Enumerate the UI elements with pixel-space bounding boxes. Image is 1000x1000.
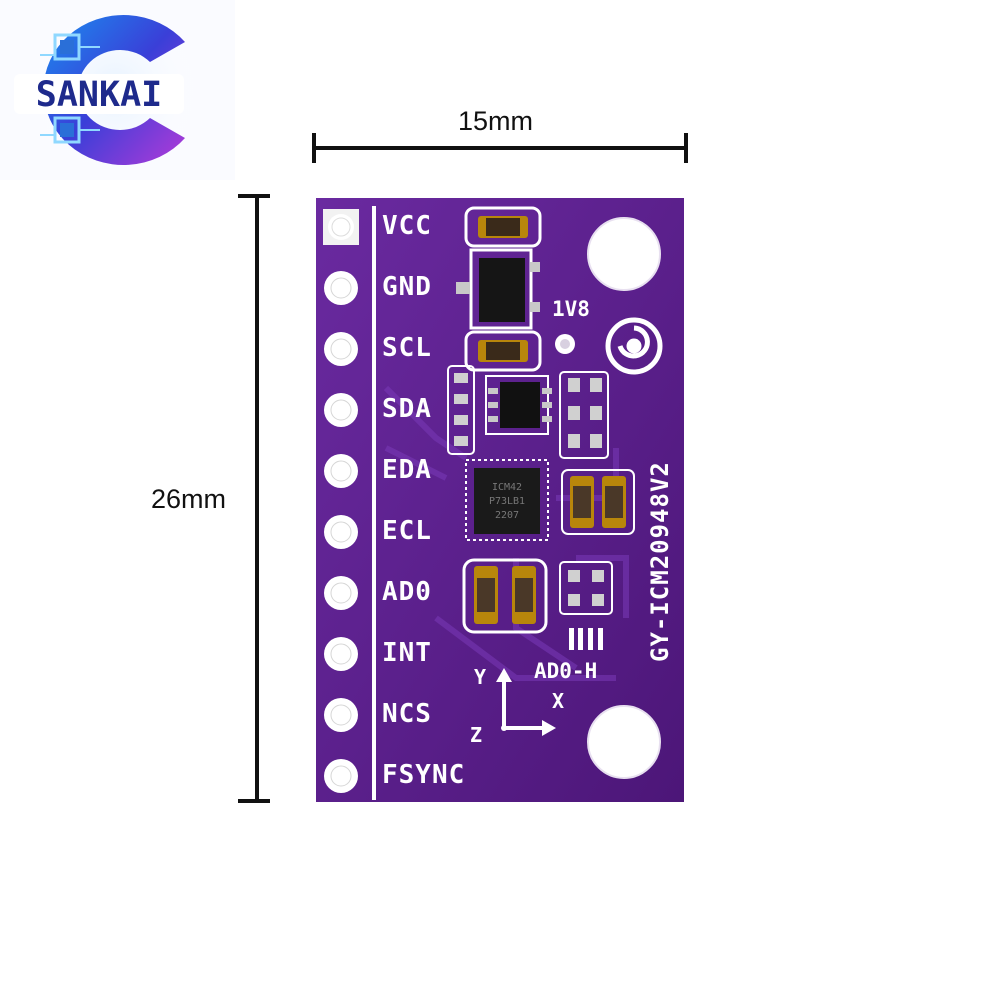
pcb-board: ICM42 P73LB1 2207 AD0-H 1V8 [316,198,684,802]
pin-hole [330,643,352,665]
width-dimension-label: 15mm [458,106,534,136]
svg-text:Y: Y [474,665,486,689]
svg-text:2207: 2207 [495,510,519,521]
height-dimension-label: 26mm [151,484,227,514]
pin-label-ncs: NCS [382,699,432,729]
width-dimension-tick-right [684,133,688,163]
svg-text:ICM42: ICM42 [492,482,522,493]
pin-hole [330,765,352,787]
pin-hole [330,399,352,421]
mounting-hole-bottom [587,705,661,779]
width-dimension-line [314,146,686,150]
pin-hole [330,338,352,360]
svg-text:AD0-H: AD0-H [534,659,597,683]
svg-text:Z: Z [470,723,482,747]
manufacturer-swirl-icon [605,317,663,375]
height-dimension-tick-top [238,194,270,198]
svg-text:SANKAI: SANKAI [36,75,162,115]
height-dimension-line [255,195,259,803]
pin-hole [330,460,352,482]
pin-label-scl: SCL [382,333,432,363]
sankai-logo: SANKAI [0,0,235,180]
pin-label-vcc: VCC [382,211,432,241]
pin-label-ad0: AD0 [382,577,432,607]
pin-label-ecl: ECL [382,516,432,546]
pin-hole [330,704,352,726]
mounting-hole-top [587,217,661,291]
svg-text:P73LB1: P73LB1 [489,496,525,507]
pin-label-gnd: GND [382,272,432,302]
pin-header [323,209,359,245]
axis-indicator: Y X Z [470,665,564,747]
svg-text:X: X [552,689,564,713]
pin-label-eda: EDA [382,455,432,485]
svg-text:1V8: 1V8 [552,297,590,321]
pin-hole [330,582,352,604]
height-dimension-tick-bottom [238,799,270,803]
pin-hole [330,521,352,543]
pin-label-fsync: FSYNC [382,760,466,790]
board-model-label: GY-ICM20948V2 [646,461,674,662]
pin-label-sda: SDA [382,394,432,424]
pin-hole [330,277,352,299]
width-dimension-tick-left [312,133,316,163]
pin-label-int: INT [382,638,432,668]
